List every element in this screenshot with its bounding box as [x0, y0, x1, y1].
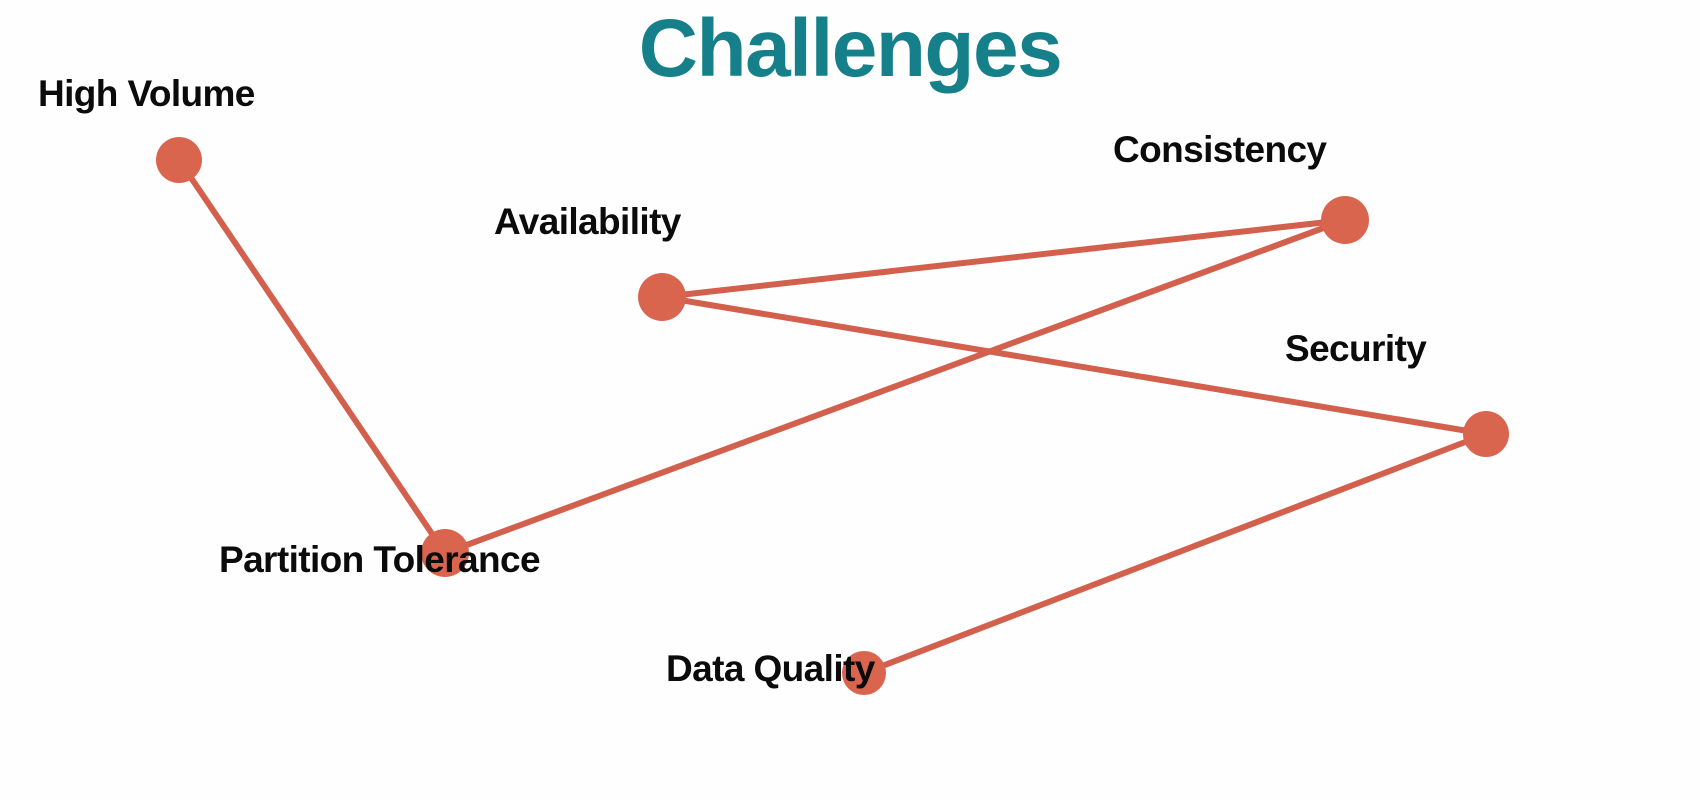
- node-label-data-quality: Data Quality: [666, 648, 875, 689]
- graph-edge: [176, 157, 448, 556]
- graph-edge: [861, 431, 1489, 676]
- page-title: Challenges: [638, 3, 1063, 94]
- graph-node-consistency[interactable]: [1321, 196, 1369, 244]
- node-layer: [156, 137, 1509, 695]
- graph-edge: [659, 217, 1348, 300]
- graph-edge: [442, 217, 1348, 556]
- edge-layer: [176, 157, 1489, 676]
- node-label-high-volume: High Volume: [38, 73, 255, 114]
- node-label-partition-tolerance: Partition Tolerance: [219, 539, 541, 580]
- graph-node-data-quality[interactable]: [842, 651, 886, 695]
- graph-edge: [659, 294, 1489, 437]
- graph-node-availability[interactable]: [638, 273, 686, 321]
- graph-node-security[interactable]: [1463, 411, 1509, 457]
- graph-node-high-volume[interactable]: [156, 137, 202, 183]
- graph-node-partition-tolerance[interactable]: [421, 529, 469, 577]
- node-label-consistency: Consistency: [1113, 129, 1327, 170]
- node-label-availability: Availability: [494, 201, 681, 242]
- node-label-security: Security: [1285, 328, 1427, 369]
